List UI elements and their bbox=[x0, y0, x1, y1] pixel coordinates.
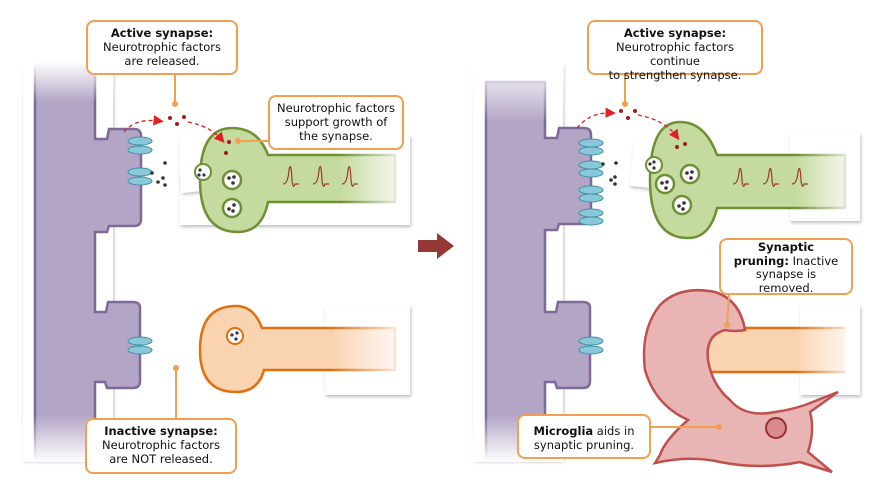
axon-fade bbox=[340, 140, 410, 220]
callout-text: to strengthen synapse. bbox=[608, 68, 742, 82]
callout-title: Inactive synapse: bbox=[104, 424, 218, 438]
axon-fade bbox=[330, 310, 410, 390]
receptor-pair bbox=[578, 185, 604, 203]
microglia-nucleus bbox=[765, 417, 787, 439]
factor-path-to-terminal bbox=[187, 121, 225, 143]
callout-text: are released. bbox=[124, 54, 200, 68]
synaptic-vesicle bbox=[671, 194, 693, 216]
synaptic-vesicle bbox=[194, 163, 212, 181]
receptor-pair bbox=[127, 336, 153, 355]
microglia-callout: Microglia aids in synaptic pruning. bbox=[517, 414, 651, 459]
synaptic-vesicle bbox=[221, 197, 243, 219]
callout-connectors bbox=[172, 75, 270, 420]
receptor-pair bbox=[578, 138, 604, 156]
receptor-pair bbox=[578, 160, 604, 178]
factor-path-to-terminal bbox=[637, 114, 680, 141]
dendrite-shaft bbox=[33, 62, 143, 462]
neurotrophic-factor-dots bbox=[168, 115, 231, 155]
synaptic-pruning-callout: Synaptic pruning: Inactive synapse is re… bbox=[719, 238, 853, 295]
active-axon-terminal bbox=[198, 126, 397, 234]
callout-title: Synaptic bbox=[757, 240, 815, 254]
callout-text: the synapse. bbox=[299, 129, 373, 143]
receptor-pair bbox=[127, 136, 153, 155]
callout-text: Inactive bbox=[788, 253, 839, 268]
dendrite-shaft bbox=[484, 80, 593, 462]
callout-text: are NOT released. bbox=[109, 452, 213, 466]
axon-fade bbox=[795, 310, 860, 390]
receptor-pair bbox=[127, 167, 153, 186]
synaptic-vesicle bbox=[654, 173, 676, 195]
synaptic-vesicle bbox=[226, 327, 244, 345]
callout-title: Active synapse: bbox=[110, 26, 214, 40]
callout-text: Neurotrophic factors bbox=[102, 438, 220, 452]
right-arrow-icon bbox=[418, 233, 454, 259]
callout-text: synaptic pruning. bbox=[533, 438, 635, 452]
callout-text: Neurotrophic factors bbox=[277, 101, 395, 115]
callout-title: pruning: bbox=[733, 253, 789, 268]
axon-fade bbox=[795, 140, 860, 220]
callout-text: aids in bbox=[593, 424, 635, 438]
synaptic-vesicle bbox=[679, 163, 701, 185]
callout-text: removed. bbox=[758, 280, 814, 295]
right-active-synapse-callout: Active synapse: Neurotrophic factors con… bbox=[587, 20, 763, 82]
active-axon-terminal bbox=[648, 120, 847, 240]
callout-text: support growth of bbox=[284, 115, 388, 129]
left-inactive-synapse-callout: Inactive synapse: Neurotrophic factors a… bbox=[85, 418, 237, 474]
callout-text: Neurotrophic factors bbox=[103, 40, 221, 54]
factor-path-to-cloud bbox=[123, 115, 164, 133]
inactive-axon-terminal bbox=[198, 304, 397, 394]
dendrite-fade-top bbox=[472, 62, 564, 122]
callout-text: Neurotrophic factors continue bbox=[616, 40, 734, 68]
left-active-synapse-callout: Active synapse: Neurotrophic factors are… bbox=[86, 20, 238, 75]
left-growth-callout: Neurotrophic factors support growth of t… bbox=[268, 95, 404, 150]
synaptic-vesicle bbox=[221, 169, 243, 191]
neurotransmitter-dots bbox=[150, 161, 167, 187]
callout-title: Microglia bbox=[533, 424, 594, 438]
action-potential-spikes bbox=[282, 166, 358, 187]
factor-path-to-cloud bbox=[576, 107, 616, 129]
neurotrophic-factor-dots bbox=[619, 109, 687, 149]
receptor-pair bbox=[578, 208, 604, 226]
callout-title: Active synapse: bbox=[623, 26, 727, 40]
receptor-pair bbox=[578, 336, 604, 355]
callout-text: synapse is bbox=[755, 267, 817, 281]
action-potential-spikes bbox=[732, 167, 808, 187]
neurotransmitter-dots bbox=[601, 161, 618, 186]
synaptic-vesicle bbox=[645, 156, 663, 174]
callout-connectors bbox=[622, 75, 730, 430]
